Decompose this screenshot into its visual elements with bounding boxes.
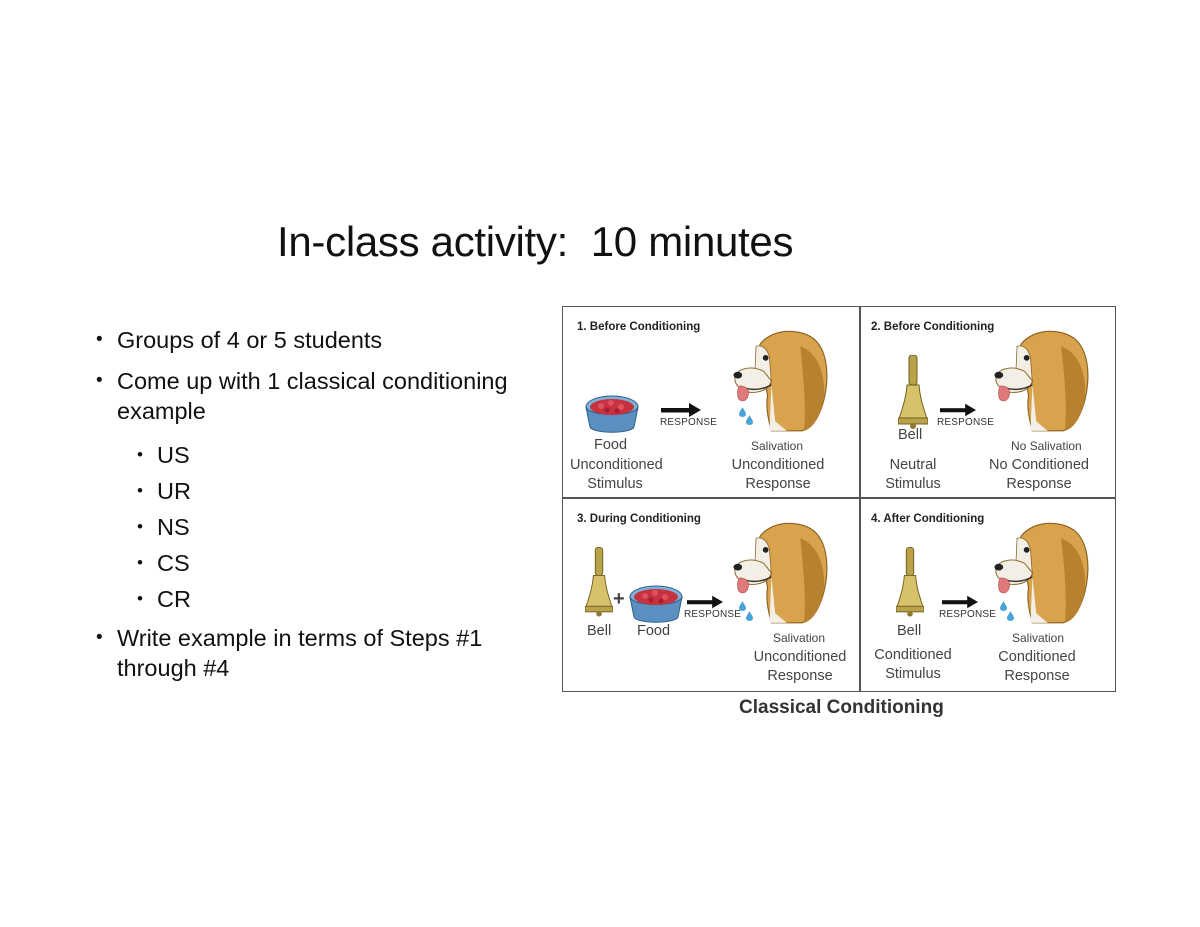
response-type: Conditioned Response — [998, 649, 1076, 684]
result-text: Salivation — [773, 631, 826, 645]
sub-bullet-us: US — [137, 437, 546, 473]
tongue-icon — [737, 385, 751, 405]
stimulus-name: Bell — [587, 623, 612, 639]
slide-title: In-class activity: 10 minutes — [277, 218, 794, 265]
sub-bullet-ns: NS — [137, 509, 546, 545]
tongue-icon — [998, 577, 1012, 597]
sub-bullet-cs: CS — [137, 545, 546, 581]
saliva-drop-icon — [1000, 601, 1007, 611]
bell-icon — [585, 547, 613, 617]
arrow-right-icon — [940, 403, 976, 417]
response-type: Unconditioned Response — [731, 457, 825, 492]
response-label: RESPONSE — [937, 417, 995, 428]
panel-divider-vertical — [859, 307, 861, 691]
panel-before-conditioning-bell: 2. Before Conditioning RESPONSE Bell Neu… — [860, 307, 1116, 497]
panel-title: 1. Before Conditioning — [577, 321, 701, 333]
stimulus-name-2: Food — [637, 623, 671, 639]
result-text: Salivation — [1012, 631, 1065, 645]
bell-icon — [896, 547, 924, 617]
response-label: RESPONSE — [660, 417, 718, 428]
food-bowl-icon — [629, 583, 683, 627]
saliva-drop-icon — [739, 601, 746, 611]
bullet-list: Groups of 4 or 5 students Come up with 1… — [96, 325, 546, 694]
panel-divider-horizontal — [563, 497, 1115, 499]
saliva-drop-icon — [739, 407, 746, 417]
bell-icon — [898, 355, 928, 429]
bullet-come-up: Come up with 1 classical conditioning ex… — [96, 366, 546, 426]
stimulus-type: Neutral Stimulus — [885, 457, 941, 492]
plus-sign: + — [613, 588, 625, 610]
panel-title: 4. After Conditioning — [871, 513, 985, 525]
panel-before-conditioning-food: 1. Before Conditioning RESPONSE Food Unc… — [563, 307, 859, 497]
sub-bullet-list: US UR NS CS CR — [96, 437, 546, 617]
classical-conditioning-figure: 1. Before Conditioning RESPONSE Food Unc… — [562, 306, 1116, 692]
panel-during-conditioning: 3. During Conditioning + RESPONSE Bell F… — [563, 499, 859, 691]
bullet-write-example: Write example in terms of Steps #1 throu… — [96, 623, 546, 683]
stimulus-name: Bell — [898, 427, 923, 443]
dog-head-icon — [994, 517, 1090, 625]
saliva-drop-icon — [1007, 611, 1014, 621]
panel-after-conditioning: 4. After Conditioning RESPONSE Bell Cond… — [860, 499, 1116, 691]
response-label: RESPONSE — [939, 609, 997, 620]
stimulus-name: Bell — [897, 623, 922, 639]
arrow-right-icon — [942, 595, 978, 609]
bullet-come-up-text: Come up with 1 classical conditioning ex… — [117, 368, 508, 424]
response-label: RESPONSE — [684, 609, 742, 620]
stimulus-type: Conditioned Stimulus — [874, 647, 952, 682]
response-type: No Conditioned Response — [989, 457, 1089, 492]
tongue-icon — [998, 385, 1012, 405]
saliva-drop-icon — [746, 611, 753, 621]
response-type: Unconditioned Response — [753, 649, 847, 684]
arrow-right-icon — [687, 595, 723, 609]
stimulus-name: Food — [594, 437, 628, 453]
sub-bullet-cr: CR — [137, 581, 546, 617]
panel-title: 2. Before Conditioning — [871, 321, 995, 333]
stimulus-type: Unconditioned Stimulus — [570, 457, 663, 492]
dog-head-icon — [733, 517, 829, 625]
result-text: Salivation — [751, 439, 804, 453]
dog-head-icon — [994, 325, 1090, 433]
panel-title: 3. During Conditioning — [577, 513, 701, 525]
saliva-drop-icon — [746, 415, 753, 425]
tongue-icon — [737, 577, 751, 597]
result-text: No Salivation — [1011, 439, 1082, 453]
sub-bullet-ur: UR — [137, 473, 546, 509]
food-bowl-icon — [585, 393, 639, 437]
arrow-right-icon — [661, 403, 701, 417]
bullet-groups: Groups of 4 or 5 students — [96, 325, 546, 355]
figure-caption: Classical Conditioning — [739, 697, 944, 718]
